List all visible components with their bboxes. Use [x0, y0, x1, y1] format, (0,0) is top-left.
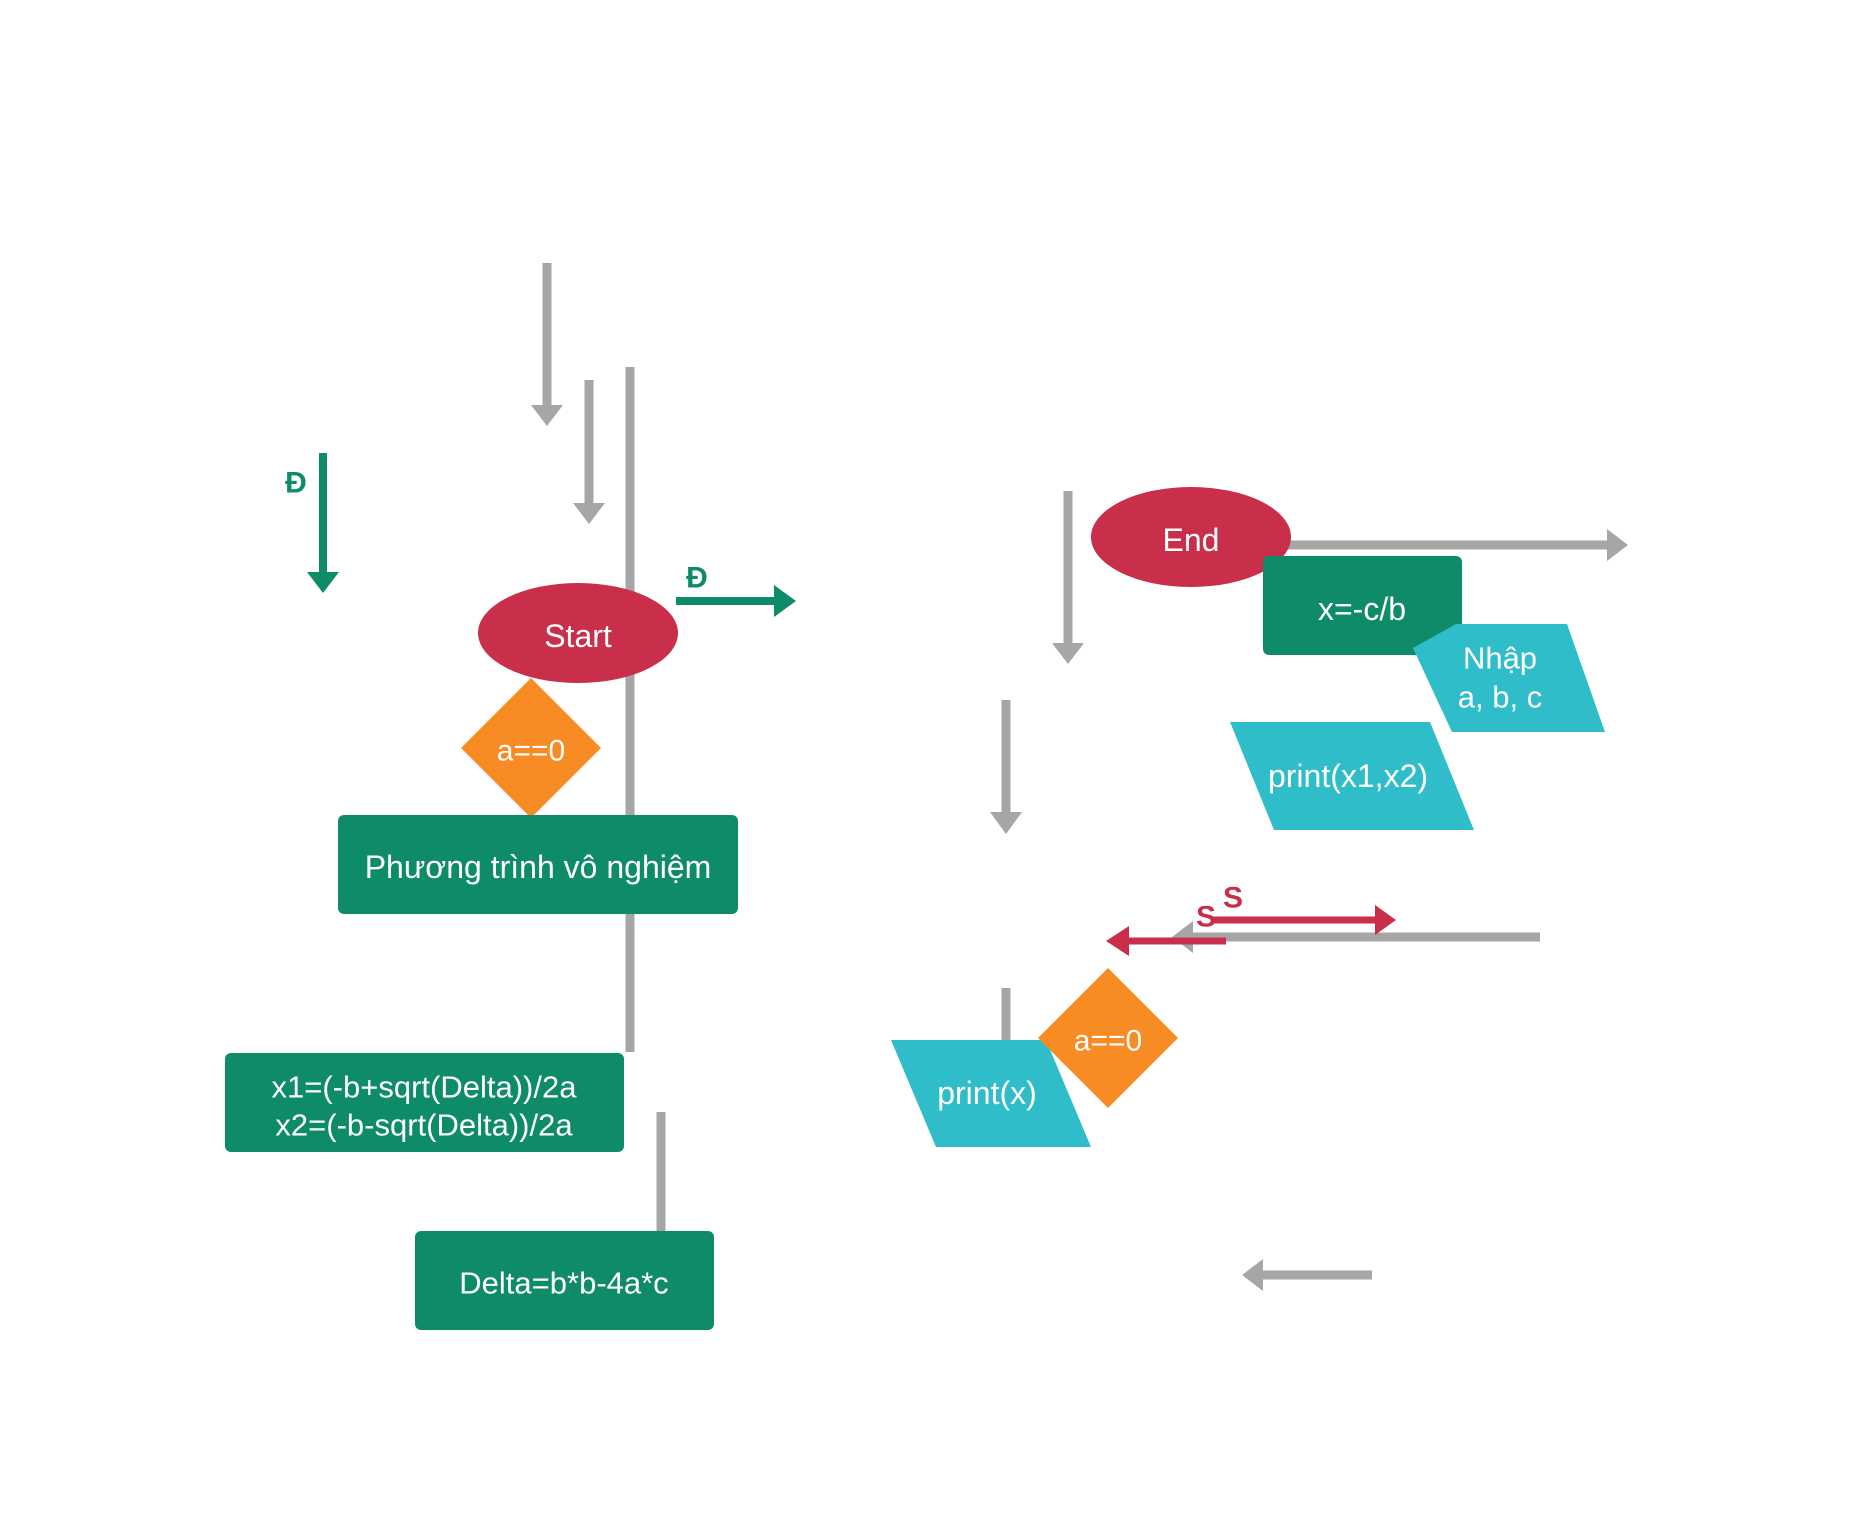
decision-right-label: a==0: [1074, 1025, 1142, 1058]
linear-solution-node: x=-c/b: [1263, 556, 1462, 655]
yes-label-down: Đ: [285, 467, 307, 500]
input-node: Nhập a, b, c: [1413, 624, 1605, 732]
no-arrow-right: [1212, 905, 1396, 935]
no-arrow-left: [1106, 926, 1226, 956]
start-node: Start: [478, 583, 678, 683]
decision-a-equals-zero-left: a==0: [461, 678, 601, 818]
root-x2-label: x2=(-b-sqrt(Delta))/2a: [275, 1108, 573, 1143]
print-x-label: print(x): [937, 1075, 1037, 1111]
connector-arrow-down-3: [1052, 491, 1084, 664]
yes-arrow-right: [676, 585, 796, 617]
connector-arrow-right-end: [1288, 529, 1628, 561]
input-label-line2: a, b, c: [1458, 680, 1542, 715]
yes-label-right: Đ: [686, 562, 708, 595]
print-roots-node: print(x1,x2): [1230, 722, 1474, 830]
connector-arrow-left-bottom: [1242, 1259, 1372, 1291]
connector-arrow-down-1: [531, 263, 563, 426]
yes-arrow-down: [307, 453, 339, 593]
end-node: End: [1091, 487, 1291, 587]
end-label: End: [1163, 522, 1220, 558]
input-label-line1: Nhập: [1463, 641, 1537, 676]
connectors: [531, 263, 1628, 1291]
delta-label: Delta=b*b-4a*c: [459, 1266, 668, 1301]
no-solution-node: Phương trình vô nghiệm: [338, 815, 738, 914]
roots-node: x1=(-b+sqrt(Delta))/2a x2=(-b-sqrt(Delta…: [225, 1053, 624, 1152]
print-x-node: print(x): [891, 1040, 1091, 1147]
decision-a-equals-zero-right: a==0: [1038, 968, 1178, 1108]
connector-arrow-down-2: [573, 380, 605, 524]
delta-node: Delta=b*b-4a*c: [415, 1231, 714, 1330]
no-solution-label: Phương trình vô nghiệm: [365, 849, 712, 885]
root-x1-label: x1=(-b+sqrt(Delta))/2a: [272, 1070, 578, 1105]
linear-solution-label: x=-c/b: [1318, 591, 1406, 627]
connector-arrow-down-4: [990, 700, 1022, 834]
print-roots-label: print(x1,x2): [1268, 758, 1428, 794]
no-label-lower: S: [1196, 901, 1216, 934]
connector-arrow-left-middle: [1172, 921, 1540, 953]
no-label-upper: S: [1223, 882, 1243, 915]
start-label: Start: [544, 618, 612, 654]
decision-left-label: a==0: [497, 735, 565, 768]
